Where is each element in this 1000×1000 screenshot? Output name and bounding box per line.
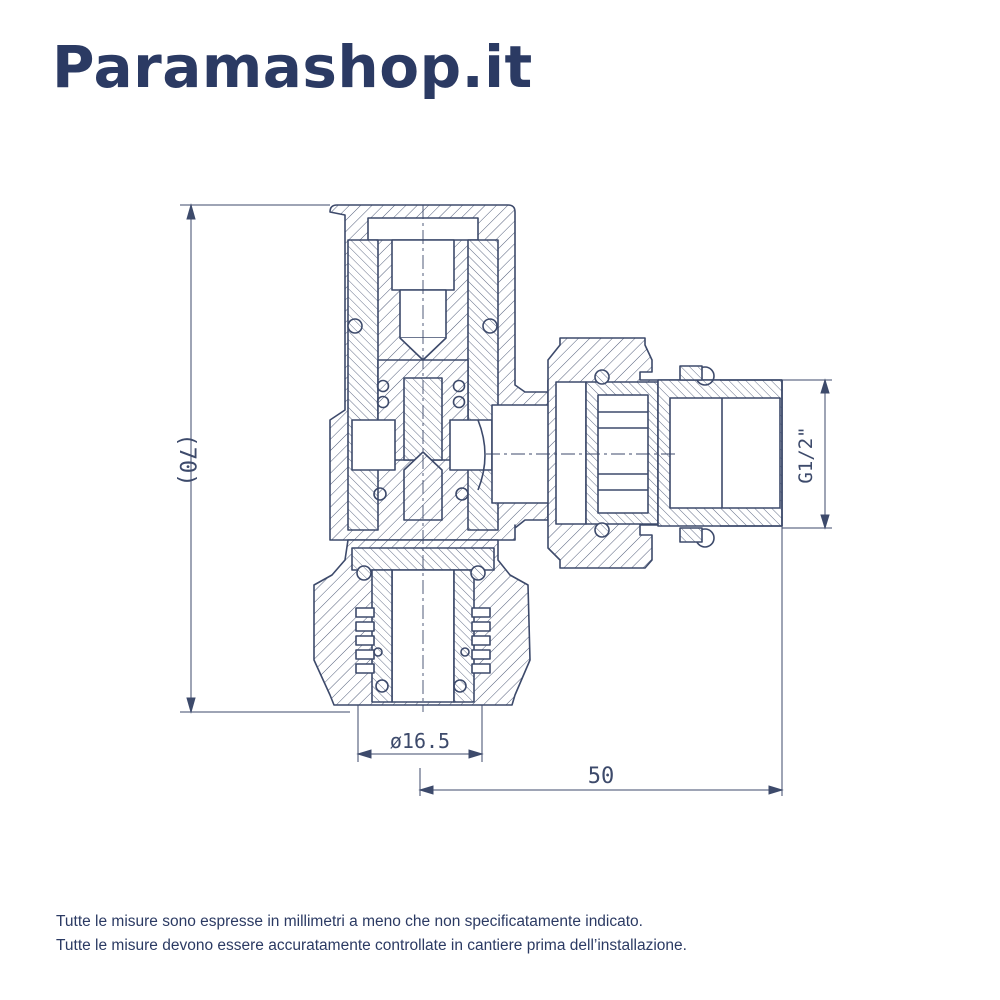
note-line: Tutte le misure sono espresse in millime… [56, 913, 643, 930]
brand-logo-text: Paramashop.it [52, 33, 533, 101]
valve-compression-fitting [313, 539, 531, 706]
measurement-notes: Tutte le misure sono espresse in millime… [56, 910, 687, 958]
note-line: Tutte le misure devono essere accuratame… [56, 937, 687, 954]
dimension-thread [782, 378, 832, 530]
dimension-bore-diameter-label: ø16.5 [390, 729, 450, 753]
dimension-width [418, 526, 784, 796]
dimension-bore-diameter [356, 705, 484, 762]
dimension-thread-label: G1/2" [795, 426, 817, 483]
dimension-height [180, 203, 350, 714]
dimension-height-label: (70) [174, 434, 199, 487]
valve-side-outlet [477, 337, 783, 569]
dimension-width-label: 50 [588, 764, 615, 789]
